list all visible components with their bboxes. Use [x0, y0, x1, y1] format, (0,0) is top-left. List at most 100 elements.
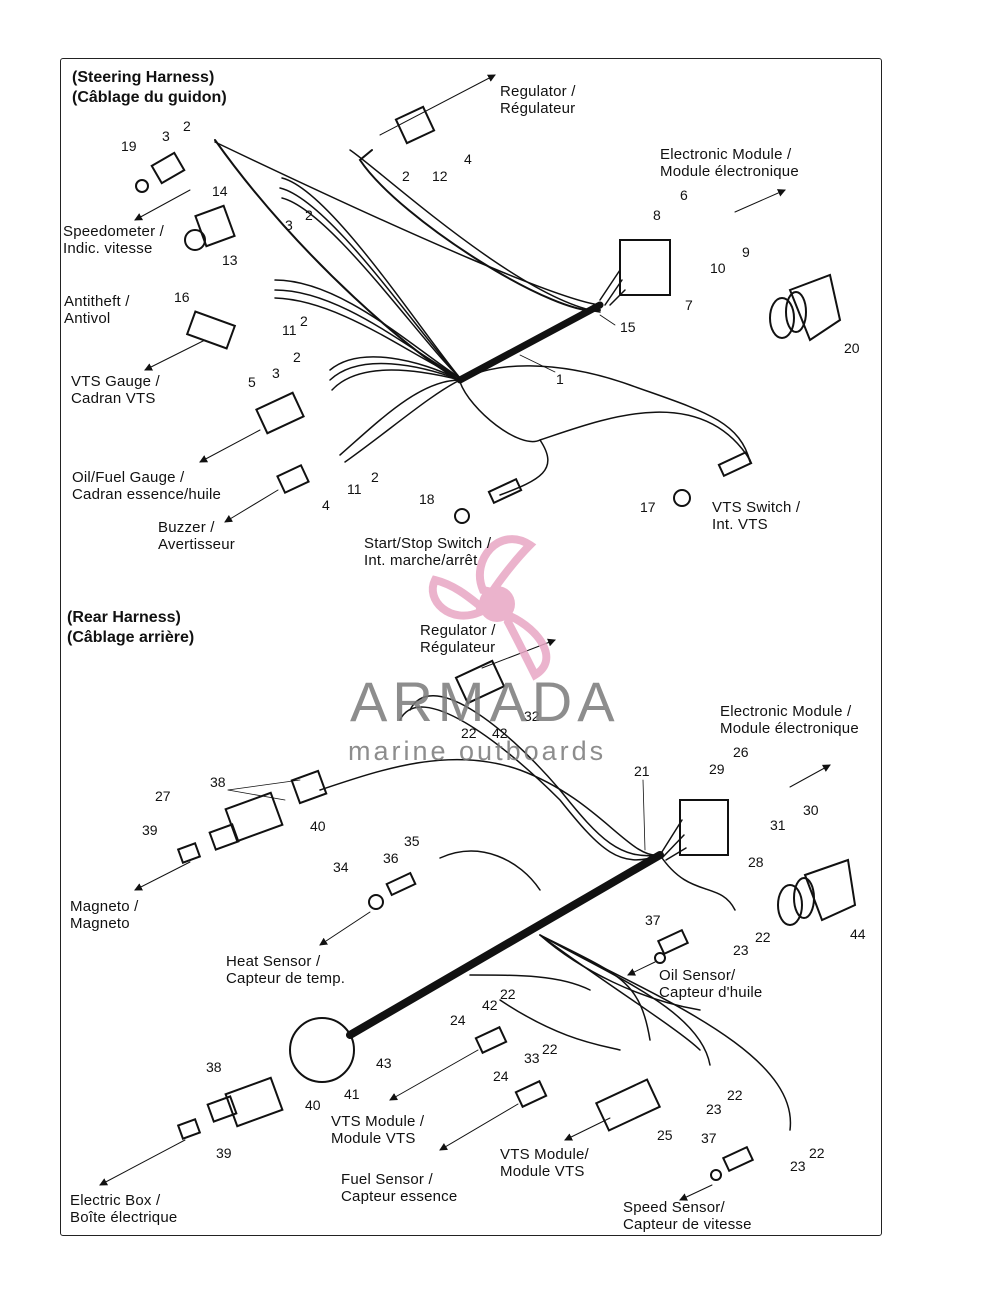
- label-vts-module-1-fr: Module VTS: [331, 1130, 416, 1147]
- part-number: 23: [706, 1101, 722, 1117]
- label-regulator-en: Regulator /: [500, 83, 576, 100]
- part-number: 2: [402, 168, 410, 184]
- label-antitheft-en: Antitheft /: [64, 293, 130, 310]
- module-connector-28: [679, 799, 729, 856]
- part-number: 39: [142, 822, 158, 838]
- part-number: 38: [206, 1059, 222, 1075]
- part-number: 2: [371, 469, 379, 485]
- electric-box-connector-41: [289, 1017, 355, 1083]
- label-oil-sensor-en: Oil Sensor/: [659, 967, 736, 984]
- watermark-tagline: marine outboards: [348, 736, 607, 766]
- part-number: 22: [461, 725, 477, 741]
- part-number: 25: [657, 1127, 673, 1143]
- label-oil-fuel-gauge-fr: Cadran essence/huile: [72, 486, 222, 503]
- part-number: 8: [653, 207, 661, 223]
- part-number: 2: [183, 118, 191, 134]
- part-number: 2: [305, 207, 313, 223]
- steering-main-trunk: [456, 301, 604, 384]
- part-number: 37: [701, 1130, 717, 1146]
- part-number: 41: [344, 1086, 360, 1102]
- watermark-brand: ARMADA: [350, 670, 620, 733]
- part-number: 36: [383, 850, 399, 866]
- rear-main-trunk: [346, 851, 664, 1039]
- part-number: 1: [556, 371, 564, 387]
- steering-heading-fr: (Câblage du guidon): [72, 89, 227, 106]
- part-number: 16: [174, 289, 190, 305]
- part-number: 23: [733, 942, 749, 958]
- part-number: 17: [640, 499, 656, 515]
- part-number: 26: [733, 744, 749, 760]
- label-regulator-fr: Régulateur: [500, 100, 576, 117]
- armada-logo-icon: [428, 535, 551, 681]
- part-number: 32: [524, 708, 540, 724]
- part-number: 22: [755, 929, 771, 945]
- part-number: 7: [685, 297, 693, 313]
- part-number: 19: [121, 138, 137, 154]
- steering-heading-en: (Steering Harness): [72, 69, 215, 86]
- part-number: 4: [322, 497, 330, 513]
- label-speed-sensor-fr: Capteur de vitesse: [623, 1216, 752, 1233]
- label-vts-gauge-en: VTS Gauge /: [71, 373, 160, 390]
- part-number: 29: [709, 761, 725, 777]
- label-vts-switch-en: VTS Switch /: [712, 499, 801, 516]
- part-number: 33: [524, 1050, 540, 1066]
- part-number: 5: [248, 374, 256, 390]
- label-speed-sensor-en: Speed Sensor/: [623, 1199, 725, 1216]
- label-electronic-module-en: Electronic Module /: [660, 146, 792, 163]
- part-number: 11: [347, 481, 362, 497]
- part-number: 31: [770, 817, 786, 833]
- label-antitheft-fr: Antivol: [64, 310, 111, 327]
- part-number: 24: [450, 1012, 466, 1028]
- label-magneto-en: Magneto /: [70, 898, 139, 915]
- label-vts-module-1-en: VTS Module /: [331, 1113, 425, 1130]
- part-number: 2: [300, 313, 308, 329]
- label-vts-gauge-fr: Cadran VTS: [71, 390, 156, 407]
- part-number: 18: [419, 491, 435, 507]
- label-heat-sensor-fr: Capteur de temp.: [226, 970, 346, 987]
- part-number: 42: [482, 997, 498, 1013]
- part-number: 44: [850, 926, 866, 942]
- part-number: 10: [710, 260, 726, 276]
- part-number: 14: [212, 183, 228, 199]
- module-connector-7: [619, 239, 671, 296]
- part-number: 3: [285, 217, 293, 233]
- part-number: 11: [282, 322, 297, 338]
- label-magneto-fr: Magneto: [70, 915, 130, 932]
- label-buzzer-en: Buzzer /: [158, 519, 215, 536]
- part-number: 30: [803, 802, 819, 818]
- part-number: 3: [272, 365, 280, 381]
- part-number: 42: [492, 725, 508, 741]
- label-vts-module-2-fr: Module VTS: [500, 1163, 585, 1180]
- part-number: 37: [645, 912, 661, 928]
- part-number: 22: [809, 1145, 825, 1161]
- rear-heading-fr: (Câblage arrière): [67, 629, 195, 646]
- label-rear-regulator-en: Regulator /: [420, 622, 496, 639]
- part-number: 15: [620, 319, 636, 335]
- label-speedometer-en: Speedometer /: [63, 223, 164, 240]
- part-number: 6: [680, 187, 688, 203]
- part-number: 9: [742, 244, 750, 260]
- part-number: 40: [310, 818, 326, 834]
- label-rear-electronic-module-fr: Module électronique: [720, 720, 859, 737]
- label-heat-sensor-en: Heat Sensor /: [226, 953, 321, 970]
- part-number: 34: [333, 859, 349, 875]
- label-start-stop-en: Start/Stop Switch /: [364, 535, 492, 552]
- label-start-stop-fr: Int. marche/arrêt: [364, 552, 478, 569]
- label-vts-module-2-en: VTS Module/: [500, 1146, 589, 1163]
- label-rear-electronic-module-en: Electronic Module /: [720, 703, 852, 720]
- diagram-frame: [60, 58, 882, 1236]
- label-electronic-module-fr: Module électronique: [660, 163, 799, 180]
- label-vts-switch-fr: Int. VTS: [712, 516, 768, 533]
- label-fuel-sensor-en: Fuel Sensor /: [341, 1171, 433, 1188]
- part-number: 22: [727, 1087, 743, 1103]
- part-number: 20: [844, 340, 860, 356]
- part-number: 3: [162, 128, 170, 144]
- part-number: 38: [210, 774, 226, 790]
- label-buzzer-fr: Avertisseur: [158, 536, 235, 553]
- part-number: 12: [432, 168, 448, 184]
- part-number: 13: [222, 252, 238, 268]
- part-number: 28: [748, 854, 764, 870]
- part-number: 22: [500, 986, 516, 1002]
- part-number: 35: [404, 833, 420, 849]
